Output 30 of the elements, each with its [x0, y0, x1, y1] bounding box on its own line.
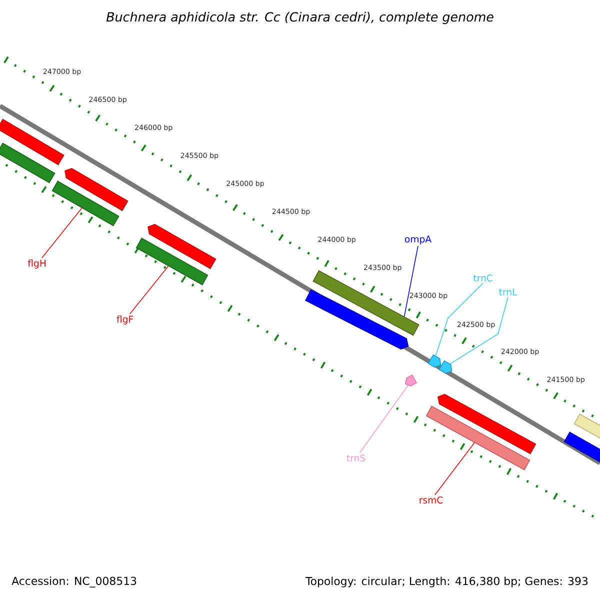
- gene-bar: [148, 224, 216, 270]
- title: Buchnera aphidicola str. Cc (Cinara cedri), complete genome: [106, 12, 494, 24]
- footer-text: Accession: NC_008513: [12, 576, 136, 588]
- gene-label: trnC: [473, 274, 492, 282]
- leader-line: [359, 384, 408, 454]
- gene-bar: [304, 289, 409, 350]
- gene-label: rsmC: [420, 496, 443, 504]
- gene-label: trnS: [346, 454, 366, 462]
- footer-text: Topology: circular; Length: 416,380 bp; Genes: 393: [305, 576, 588, 588]
- gene-bar: [564, 432, 600, 464]
- gene-bar: [136, 238, 208, 286]
- gene-bar: [428, 354, 442, 368]
- gene-bar: [52, 180, 120, 226]
- gene-bar: [0, 142, 56, 184]
- gene-bar: [0, 118, 64, 166]
- gene-bar: [426, 406, 530, 470]
- gene-label: flgH: [28, 259, 46, 269]
- gene-bar: [438, 360, 452, 374]
- leader-line: [434, 442, 475, 496]
- leader-line: [130, 266, 169, 314]
- gene-label: trnL: [499, 288, 518, 296]
- leader-line: [404, 246, 418, 317]
- gene-label: flgF: [116, 315, 134, 325]
- leader-line: [42, 208, 82, 258]
- gene-bar: [404, 374, 418, 386]
- gene-label: ompA: [404, 236, 432, 244]
- leader-line: [450, 296, 508, 364]
- gene-bar: [438, 394, 536, 454]
- gene-bar: [574, 414, 600, 440]
- leader-line: [435, 282, 484, 356]
